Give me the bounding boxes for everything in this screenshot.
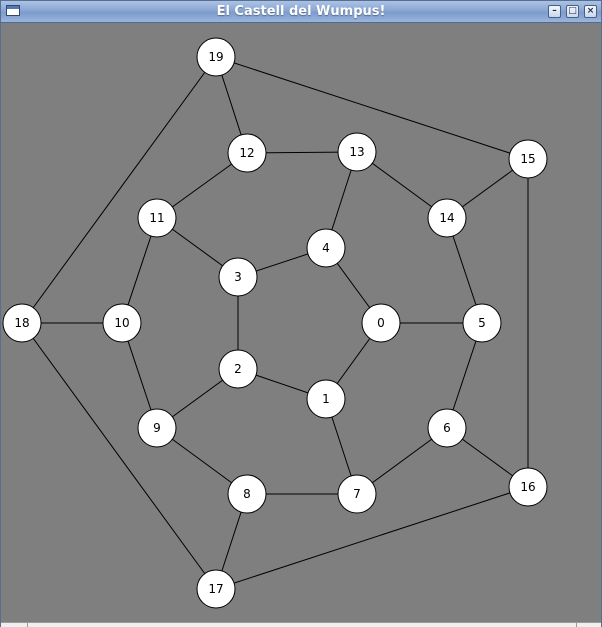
room-circle[interactable]: [218, 349, 258, 389]
room-label: 11: [149, 211, 164, 225]
room-label: 0: [377, 316, 385, 330]
room-label: 7: [353, 487, 361, 501]
corridor-edge-18-19: [21, 56, 217, 324]
room-circle[interactable]: [462, 303, 502, 343]
room-label: 12: [239, 146, 254, 160]
room-node-19[interactable]: 19: [196, 37, 236, 77]
room-circle[interactable]: [427, 408, 467, 448]
room-node-0[interactable]: 0: [361, 303, 401, 343]
room-label: 9: [153, 421, 161, 435]
window-title: El Castell del Wumpus!: [216, 4, 386, 19]
room-node-14[interactable]: 14: [427, 198, 467, 238]
room-circle[interactable]: [218, 257, 258, 297]
room-circle[interactable]: [102, 303, 142, 343]
room-label: 14: [439, 211, 454, 225]
room-node-7[interactable]: 7: [337, 474, 377, 514]
corridor-edge-17-18: [21, 322, 217, 590]
room-node-13[interactable]: 13: [337, 132, 377, 172]
room-circle[interactable]: [427, 198, 467, 238]
corridor-edge-19-15: [215, 56, 529, 160]
room-circle[interactable]: [137, 198, 177, 238]
room-circle[interactable]: [137, 408, 177, 448]
room-node-5[interactable]: 5: [462, 303, 502, 343]
room-circle[interactable]: [361, 303, 401, 343]
room-circle[interactable]: [196, 37, 236, 77]
border-tick-right: [576, 623, 577, 627]
maximize-button[interactable]: □: [566, 5, 579, 18]
room-node-17[interactable]: 17: [196, 569, 236, 609]
room-node-1[interactable]: 1: [306, 379, 346, 419]
room-label: 6: [443, 421, 451, 435]
room-label: 16: [520, 480, 535, 494]
room-node-9[interactable]: 9: [137, 408, 177, 448]
room-node-2[interactable]: 2: [218, 349, 258, 389]
room-label: 15: [520, 152, 535, 166]
room-node-3[interactable]: 3: [218, 257, 258, 297]
room-node-4[interactable]: 4: [306, 228, 346, 268]
room-circle[interactable]: [2, 303, 42, 343]
edges-layer: [21, 56, 529, 590]
room-node-8[interactable]: 8: [227, 474, 267, 514]
room-label: 8: [243, 487, 251, 501]
room-node-18[interactable]: 18: [2, 303, 42, 343]
room-label: 5: [478, 316, 486, 330]
room-label: 4: [322, 241, 330, 255]
room-label: 18: [14, 316, 29, 330]
room-label: 19: [208, 50, 223, 64]
room-node-15[interactable]: 15: [508, 139, 548, 179]
room-node-6[interactable]: 6: [427, 408, 467, 448]
minimize-button[interactable]: –: [548, 5, 561, 18]
room-label: 2: [234, 362, 242, 376]
room-circle[interactable]: [508, 139, 548, 179]
bottom-border: [1, 622, 601, 627]
corridor-edge-16-17: [215, 486, 529, 590]
window-icon[interactable]: [6, 5, 20, 16]
room-label: 13: [349, 145, 364, 159]
room-circle[interactable]: [337, 474, 377, 514]
room-circle[interactable]: [306, 228, 346, 268]
border-tick-left: [27, 623, 28, 627]
room-label: 17: [208, 582, 223, 596]
room-circle[interactable]: [508, 467, 548, 507]
room-node-10[interactable]: 10: [102, 303, 142, 343]
room-circle[interactable]: [337, 132, 377, 172]
room-circle[interactable]: [227, 133, 267, 173]
room-circle[interactable]: [196, 569, 236, 609]
close-button[interactable]: ×: [584, 5, 597, 18]
room-circle[interactable]: [306, 379, 346, 419]
room-node-16[interactable]: 16: [508, 467, 548, 507]
room-label: 1: [322, 392, 330, 406]
room-label: 10: [114, 316, 129, 330]
room-node-11[interactable]: 11: [137, 198, 177, 238]
room-circle[interactable]: [227, 474, 267, 514]
title-bar[interactable]: El Castell del Wumpus! – □ ×: [1, 1, 601, 23]
room-label: 3: [234, 270, 242, 284]
room-node-12[interactable]: 12: [227, 133, 267, 173]
